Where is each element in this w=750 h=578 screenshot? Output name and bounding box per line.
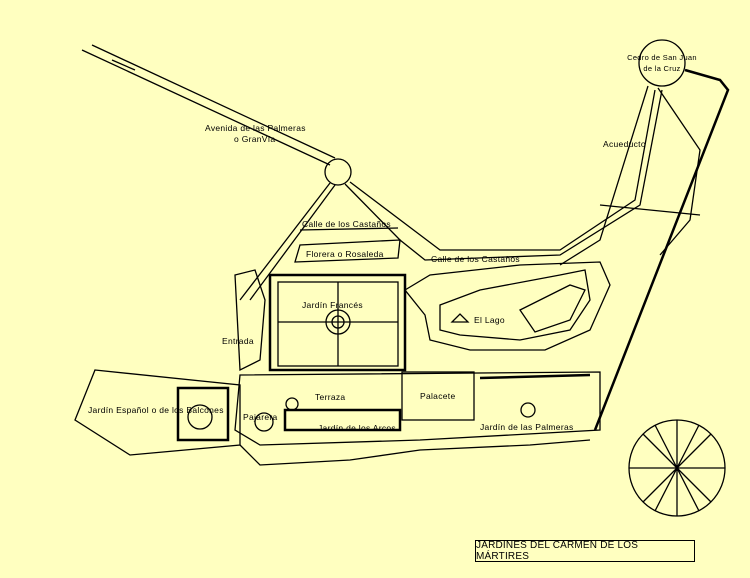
cedro-circle xyxy=(638,39,686,87)
avenida-road xyxy=(81,44,336,166)
label-acueducto: Acueducto xyxy=(603,139,646,149)
label-jardin-arcos: Jardín de los Arcos xyxy=(318,423,396,433)
lower-grounds xyxy=(74,269,601,466)
label-entrada: Entrada xyxy=(222,336,254,346)
label-calle-castanos-1: Calle de los Castaños xyxy=(302,219,391,229)
castanos-roads xyxy=(239,89,663,301)
label-florera: Florera o Rosaleda xyxy=(306,249,384,259)
label-avenida-2: o GranVía xyxy=(234,134,275,144)
label-el-lago: El Lago xyxy=(474,315,505,325)
label-terraza: Terraza xyxy=(315,392,345,402)
compass-rose-icon xyxy=(628,419,726,517)
avenida-roundabout xyxy=(324,158,352,186)
label-palacete: Palacete xyxy=(420,391,455,401)
label-jardin-palmeras: Jardín de las Palmeras xyxy=(480,422,574,432)
lake-area xyxy=(404,261,611,351)
label-jardin-espanol: Jardín Español o de los Balcones xyxy=(88,405,224,415)
label-cedro-2: de la Cruz xyxy=(643,64,680,73)
label-calle-castanos-2: Calle de los Castaños xyxy=(431,254,520,264)
label-cedro-1: Cedro de San Juan xyxy=(627,53,697,62)
jardin-frances-area xyxy=(268,273,407,372)
label-avenida-1: Avenida de las Palmeras xyxy=(205,123,306,133)
map-title: JARDINES DEL CARMEN DE LOS MÁRTIRES xyxy=(475,540,695,562)
label-jardin-frances: Jardín Francés xyxy=(302,300,363,310)
label-pajarera: Pajarera xyxy=(243,412,278,422)
